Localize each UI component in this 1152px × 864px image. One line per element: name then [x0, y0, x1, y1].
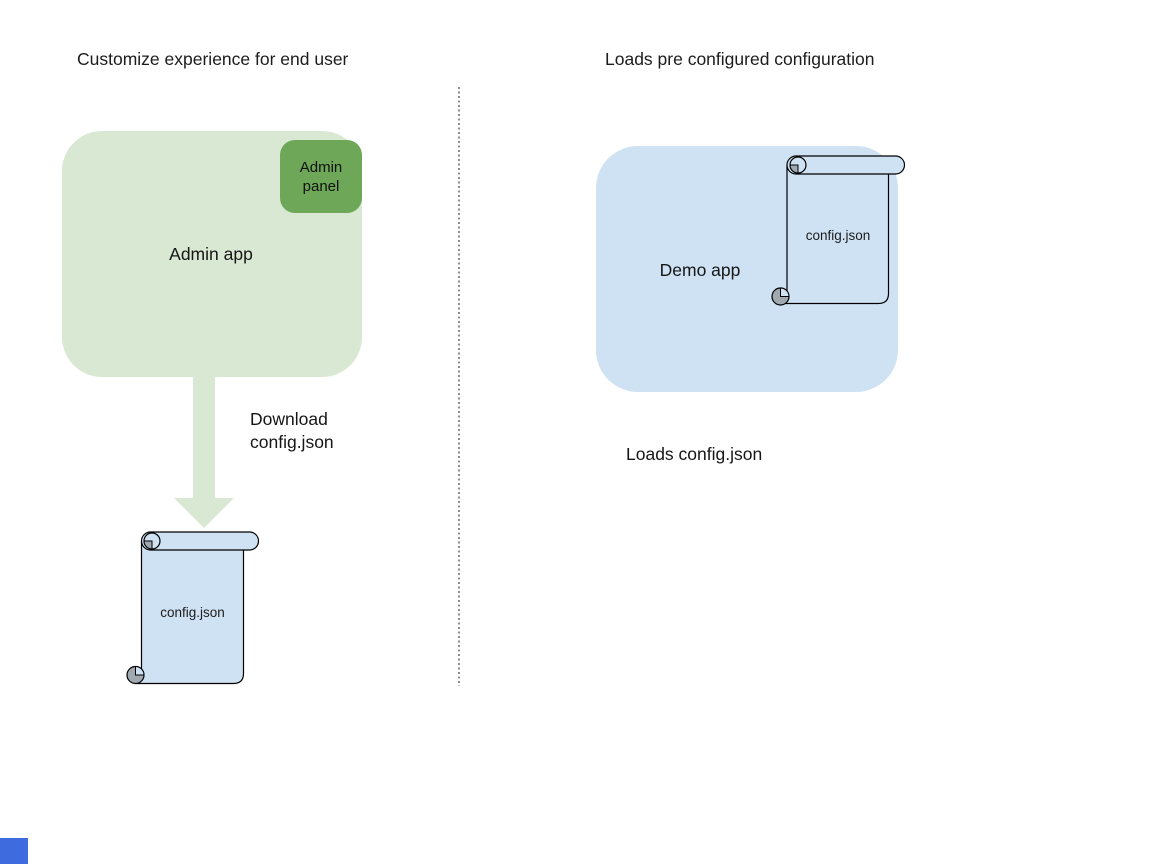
right-section-title: Loads pre configured configuration [605, 49, 875, 69]
corner-blue-square [0, 838, 28, 864]
config-scroll-label-right: config.json [805, 228, 871, 243]
admin-panel-box: Admin panel [280, 140, 362, 213]
config-scroll-label-left: config.json [160, 605, 225, 620]
download-arrow-label: Download config.json [250, 409, 334, 452]
admin-panel-label: Admin panel [299, 158, 343, 195]
admin-app-label: Admin app [169, 244, 253, 264]
demo-app-label: Demo app [659, 260, 741, 280]
config-scroll-icon-left [126, 531, 260, 685]
config-scroll-icon-right [771, 155, 906, 306]
download-arrow-icon [174, 377, 234, 528]
loads-config-caption: Loads config.json [626, 444, 763, 464]
left-section-title: Customize experience for end user [77, 49, 349, 69]
section-divider [458, 87, 460, 686]
